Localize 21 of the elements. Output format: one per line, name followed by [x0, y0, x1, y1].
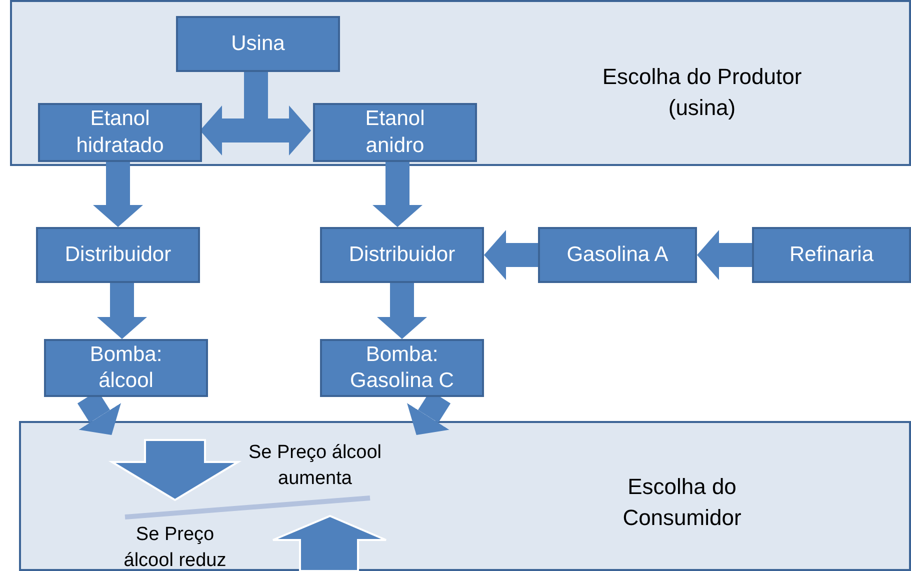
block-arrow: [697, 230, 752, 280]
group-band: [19, 421, 911, 571]
block-arrow: [372, 160, 422, 227]
band-title: Escolha do Consumidor: [622, 473, 742, 532]
process-box: Gasolina A: [538, 227, 697, 283]
process-box: Distribuidor: [320, 227, 484, 283]
condition-text: Se Preço álcool aumenta: [247, 441, 383, 491]
process-box: Etanol anidro: [313, 103, 477, 162]
group-band: [10, 0, 911, 166]
process-box: Distribuidor: [36, 227, 200, 283]
process-box: Bomba: Gasolina C: [320, 339, 484, 397]
process-box: Refinaria: [752, 227, 911, 283]
process-box: Etanol hidratado: [38, 103, 202, 162]
condition-text: Se Preço álcool reduz: [122, 523, 228, 571]
block-arrow: [484, 230, 538, 280]
block-arrow: [97, 283, 147, 339]
band-title: Escolha do Produtor (usina): [601, 63, 803, 122]
process-box: Usina: [176, 16, 340, 72]
block-arrow: [377, 283, 427, 339]
process-box: Bomba: álcool: [44, 339, 208, 397]
block-arrow: [93, 160, 143, 227]
